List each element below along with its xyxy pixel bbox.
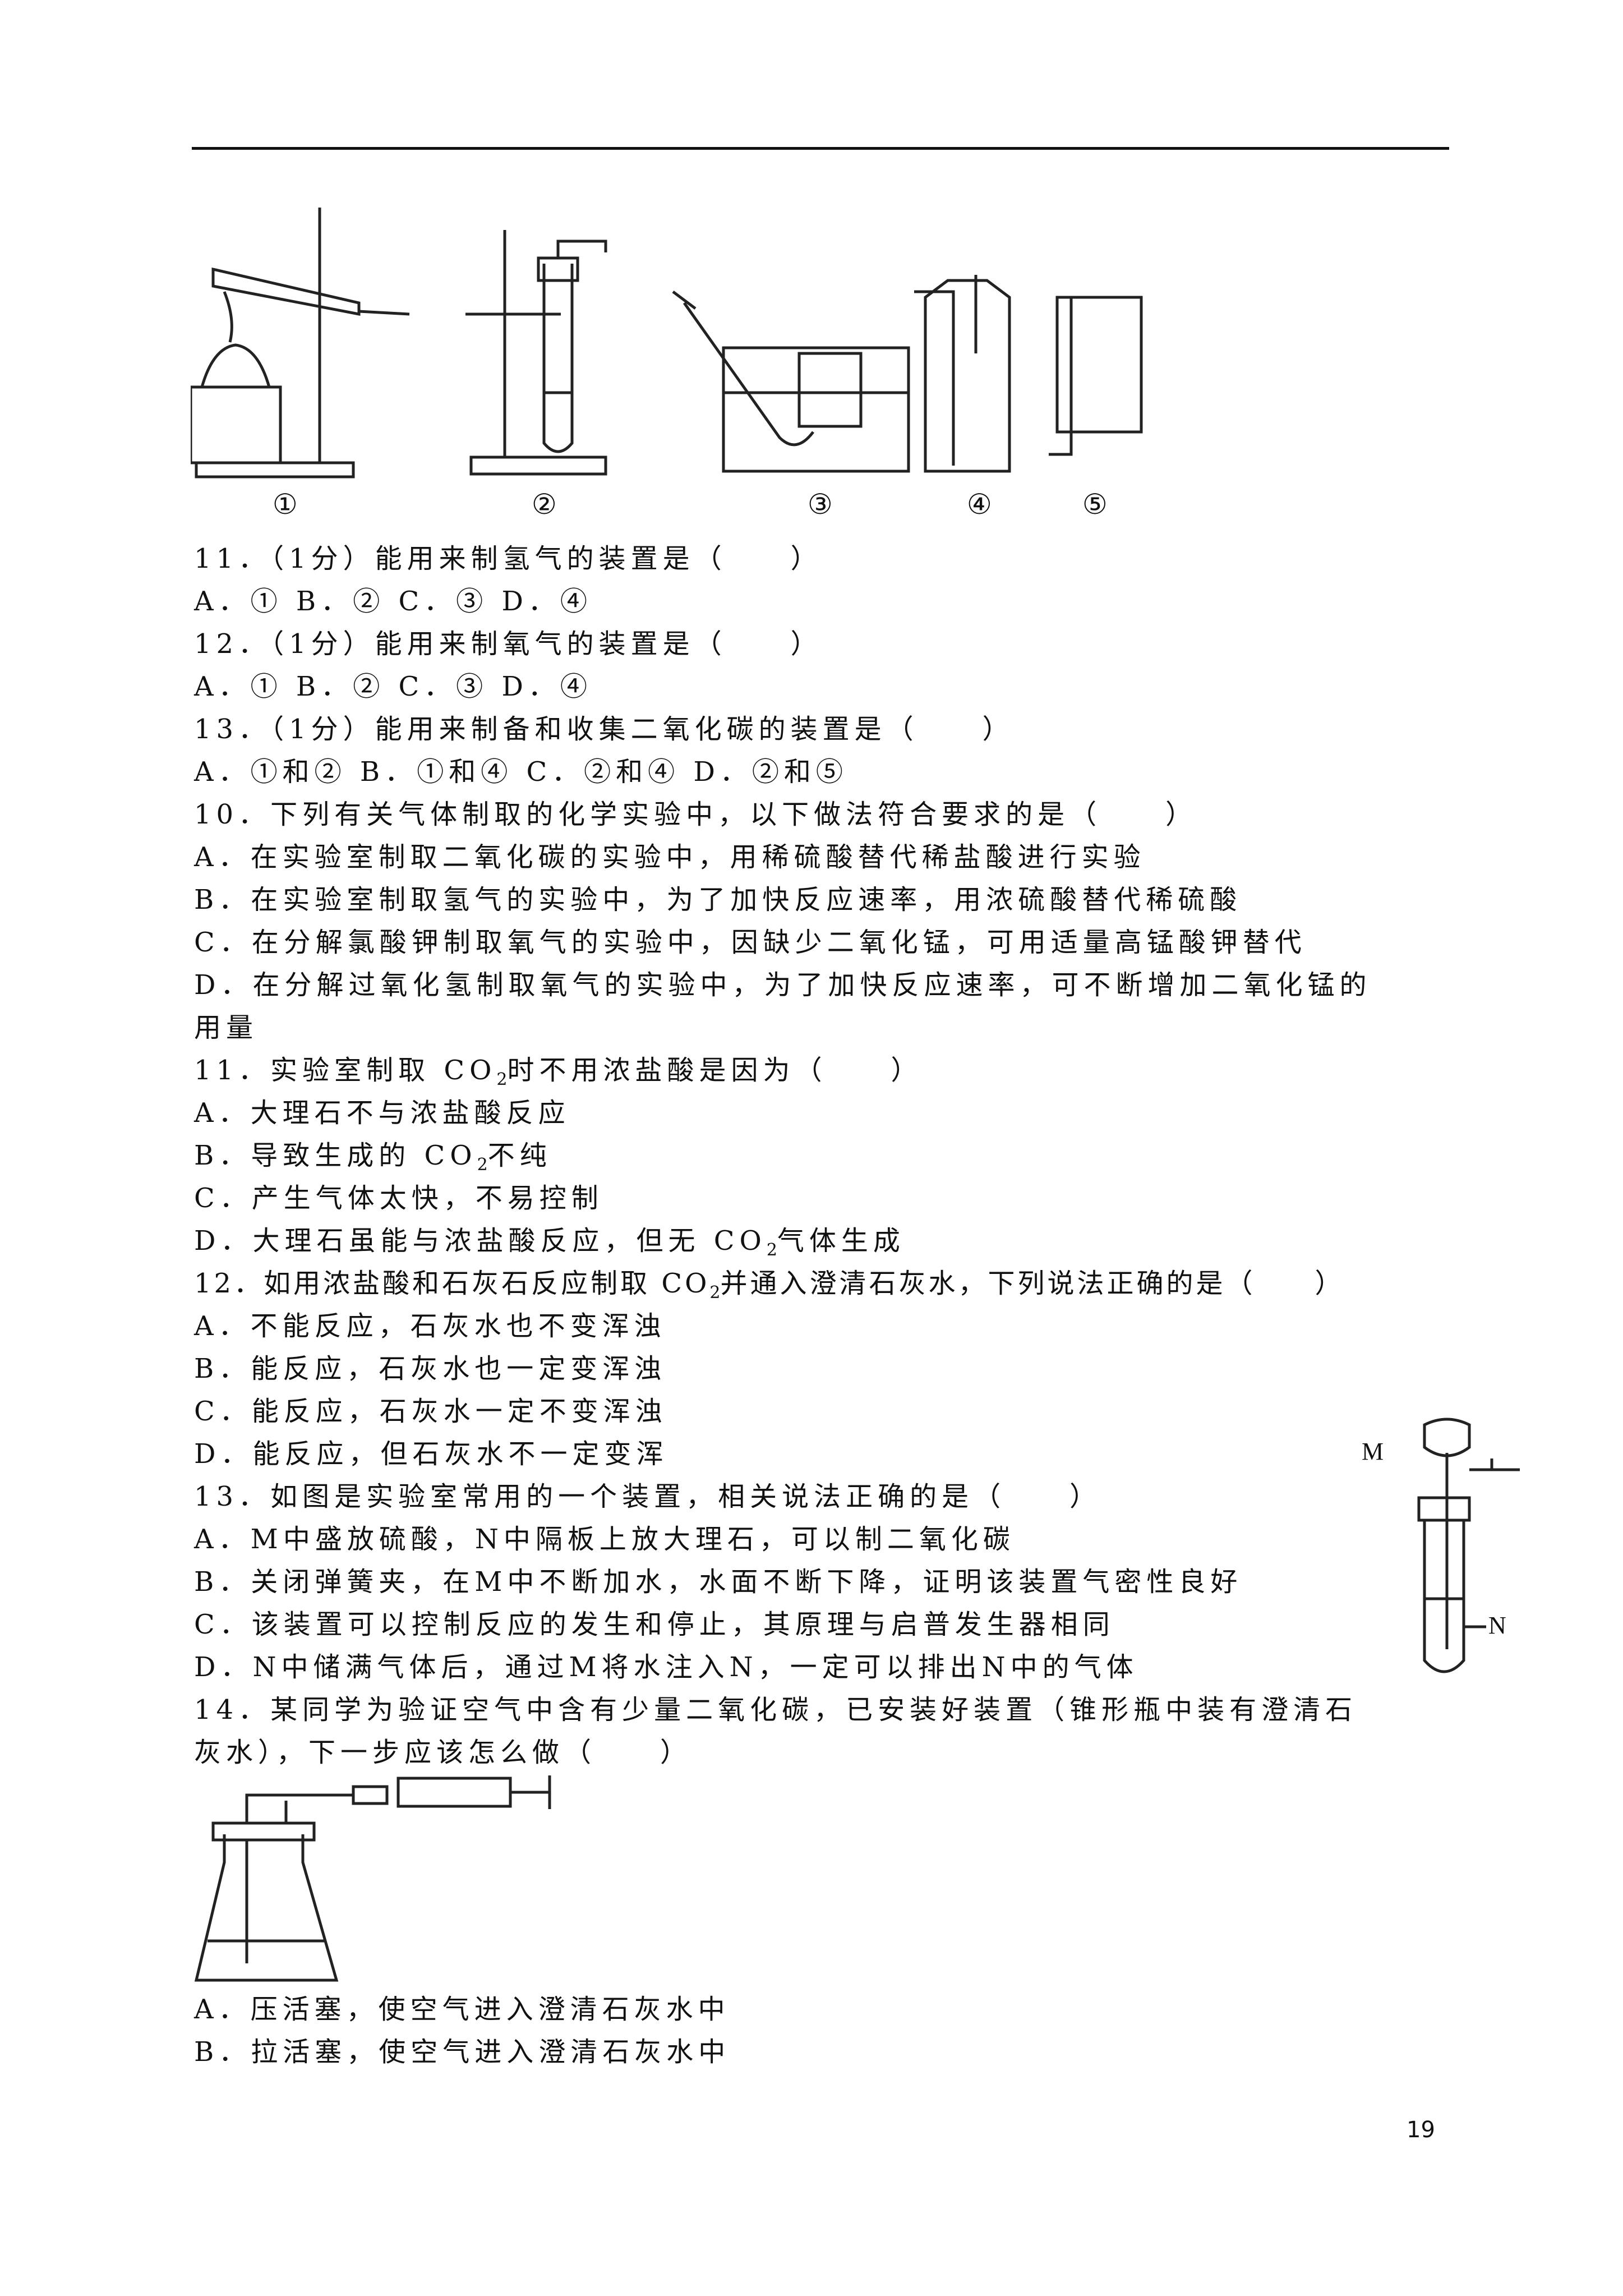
- option-11b-a: A．大理石不与浓盐酸反应: [194, 1097, 570, 1129]
- flask-syringe-figure: [194, 1775, 551, 1982]
- options-11a: A．① B．② C．③ D．④: [194, 586, 592, 617]
- option-11b-d: D．大理石虽能与浓盐酸反应，但无 CO2气体生成: [194, 1225, 905, 1260]
- option-10-a: A．在实验室制取二氧化碳的实验中，用稀硫酸替代稀盐酸进行实验: [194, 841, 1146, 873]
- option-10-d: D．在分解过氧化氢制取氧气的实验中，为了加快反应速率，可不断增加二氧化锰的: [194, 969, 1372, 1001]
- label-n: N: [1488, 1612, 1506, 1639]
- figure-label-4: ④: [967, 488, 992, 521]
- option-12b-c: C．能反应，石灰水一定不变浑浊: [194, 1396, 667, 1427]
- option-13b-d: D．N中储满气体后，通过M将水注入N，一定可以排出N中的气体: [194, 1651, 1138, 1683]
- option-12b-b: B．能反应，石灰水也一定变浑浊: [194, 1353, 667, 1384]
- figure-label-5: ⑤: [1082, 488, 1108, 521]
- options-13a: A．①和② B．①和④ C．②和④ D．②和⑤: [194, 756, 848, 788]
- figure-label-3: ③: [808, 488, 833, 521]
- option-11b-c: C．产生气体太快，不易控制: [194, 1182, 603, 1214]
- option-12b-a: A．不能反应，石灰水也不变浑浊: [194, 1310, 666, 1342]
- question-14: 14．某同学为验证空气中含有少量二氧化碳，已安装好装置（锥形瓶中装有澄清石: [194, 1694, 1358, 1726]
- header-rule: [192, 147, 1449, 150]
- option-13b-a: A．M中盛放硫酸，N中隔板上放大理石，可以制二氧化碳: [194, 1524, 1015, 1555]
- option-14-a: A．压活塞，使空气进入澄清石灰水中: [194, 1994, 730, 2025]
- option-11b-b: B．导致生成的 CO2不纯: [194, 1140, 552, 1175]
- question-13a: 13．（1分）能用来制备和收集二氧化碳的装置是（ ）: [194, 714, 1015, 745]
- label-m: M: [1362, 1438, 1384, 1465]
- option-14-b: B．拉活塞，使空气进入澄清石灰水中: [194, 2036, 731, 2068]
- option-10-c: C．在分解氯酸钾制取氧气的实验中，因缺少二氧化锰，可用适量高锰酸钾替代: [194, 927, 1307, 958]
- apparatus-row-figure: [191, 208, 1143, 478]
- option-10-b: B．在实验室制取氢气的实验中，为了加快反应速率，用浓硫酸替代稀硫酸: [194, 884, 1242, 915]
- option-10-d-cont: 用量: [194, 1012, 259, 1043]
- figure-label-1: ①: [273, 488, 298, 521]
- page-number: 19: [1407, 2117, 1435, 2143]
- question-13b: 13．如图是实验室常用的一个装置，相关说法正确的是（ ）: [194, 1481, 1102, 1512]
- question-11a: 11．（1分）能用来制氢气的装置是（ ）: [194, 543, 823, 574]
- question-12a: 12．（1分）能用来制氧气的装置是（ ）: [194, 628, 823, 660]
- option-12b-d: D．能反应，但石灰水不一定变浑: [194, 1438, 668, 1470]
- option-13b-c: C．该装置可以控制反应的发生和停止，其原理与启普发生器相同: [194, 1609, 1115, 1640]
- question-10: 10．下列有关气体制取的化学实验中，以下做法符合要求的是（ ）: [194, 799, 1198, 830]
- question-11b: 11．实验室制取 CO2时不用浓盐酸是因为（ ）: [194, 1055, 923, 1089]
- question-14-cont: 灰水），下一步应该怎么做（ ）: [194, 1737, 693, 1768]
- options-12a: A．① B．② C．③ D．④: [194, 671, 592, 702]
- figure-label-2: ②: [532, 488, 557, 521]
- separatory-funnel-figure: [1417, 1418, 1520, 1673]
- question-12b: 12．如用浓盐酸和石灰石反应制取 CO2并通入澄清石灰水，下列说法正确的是（ ）: [194, 1268, 1345, 1303]
- option-13b-b: B．关闭弹簧夹，在M中不断加水，水面不断下降，证明该装置气密性良好: [194, 1566, 1243, 1598]
